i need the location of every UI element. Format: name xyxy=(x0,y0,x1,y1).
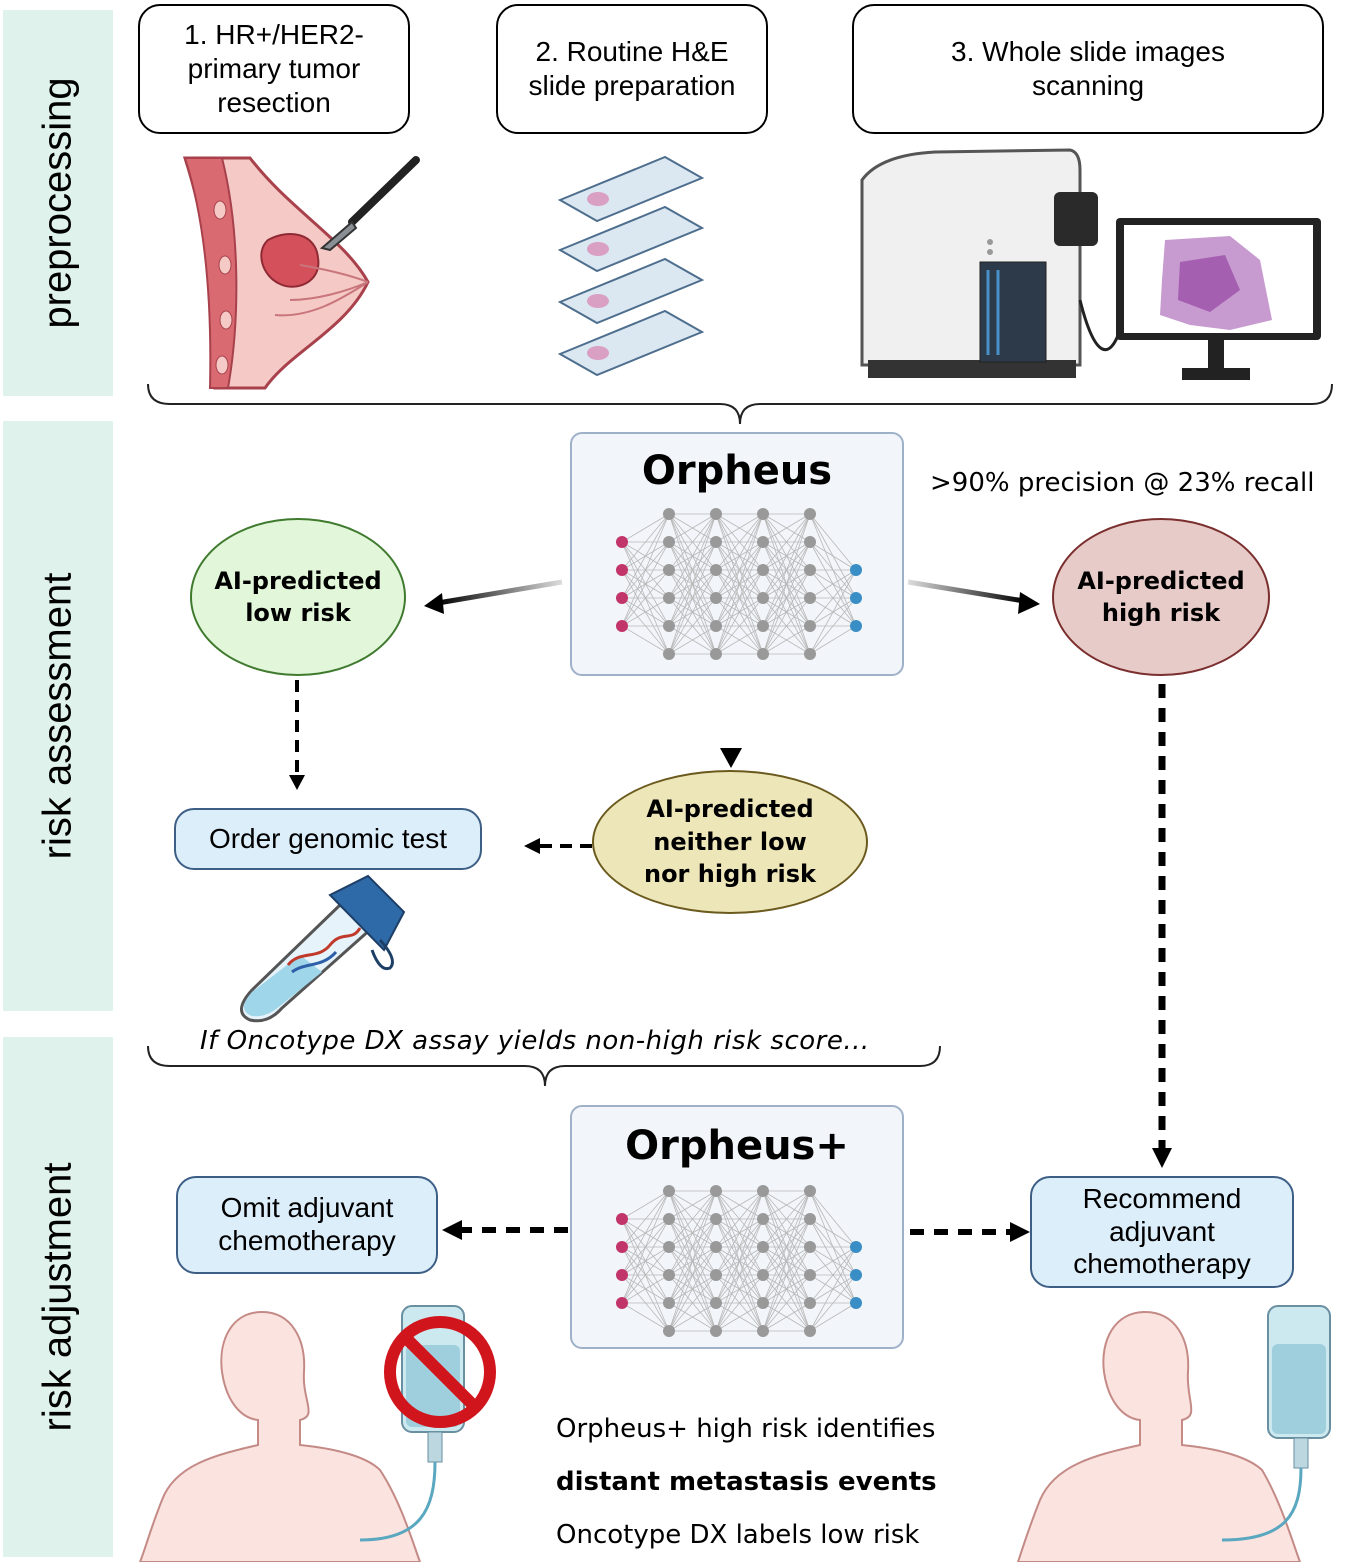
slide-scanner-icon xyxy=(860,148,1122,378)
oncotype-condition: If Oncotype DX assay yields non-high ris… xyxy=(200,1026,870,1056)
prediction-neither-risk: AI-predicted neither low nor high risk xyxy=(592,770,868,914)
orpheus-plus-network-icon xyxy=(616,1185,862,1337)
step-tumor-resection: 1. HR+/HER2- primary tumor resection xyxy=(138,4,410,134)
iv-bag-right-icon xyxy=(1221,1305,1331,1542)
test-tube-icon xyxy=(240,874,406,1023)
band-risk-assessment xyxy=(3,421,113,1011)
orpheus-metric: >90% precision @ 23% recall xyxy=(930,468,1315,498)
orpheus-plus-model-box: Orpheus+ xyxy=(570,1105,904,1349)
finding-line-2: distant metastasis events xyxy=(556,1467,937,1497)
orpheus-plus-title: Orpheus+ xyxy=(625,1123,849,1169)
orpheus-title: Orpheus xyxy=(641,448,833,494)
prediction-low-risk: AI-predicted low risk xyxy=(190,518,406,676)
step-slide-preparation: 2. Routine H&E slide preparation xyxy=(496,4,768,134)
prediction-high-risk: AI-predicted high risk xyxy=(1052,518,1270,676)
scalpel-icon xyxy=(319,156,420,252)
patient-right-icon xyxy=(1016,1310,1302,1562)
finding-line-1: Orpheus+ high risk identifies xyxy=(556,1414,936,1444)
finding-line-3: Oncotype DX labels low risk xyxy=(556,1520,920,1550)
patient-left-icon xyxy=(138,1310,422,1562)
arrow-to-high-risk xyxy=(907,579,1025,604)
preprocessing-brace xyxy=(147,383,1333,425)
band-risk-adjustment xyxy=(3,1037,113,1557)
orpheus-network-icon xyxy=(616,508,862,660)
iv-bag-left-icon xyxy=(359,1305,496,1542)
arrow-to-low-risk xyxy=(437,579,563,606)
monitor-icon xyxy=(1116,218,1321,380)
omit-chemotherapy: Omit adjuvant chemotherapy xyxy=(176,1176,438,1274)
step-slide-scanning: 3. Whole slide images scanning xyxy=(852,4,1324,134)
glass-slides-icon xyxy=(557,155,705,377)
breast-tissue-icon xyxy=(182,156,370,390)
band-preprocessing xyxy=(3,10,113,396)
recommend-chemotherapy: Recommend adjuvant chemotherapy xyxy=(1030,1176,1294,1288)
condition-brace xyxy=(147,1045,941,1087)
order-genomic-test: Order genomic test xyxy=(174,808,482,870)
orpheus-model-box: Orpheus xyxy=(570,432,904,676)
